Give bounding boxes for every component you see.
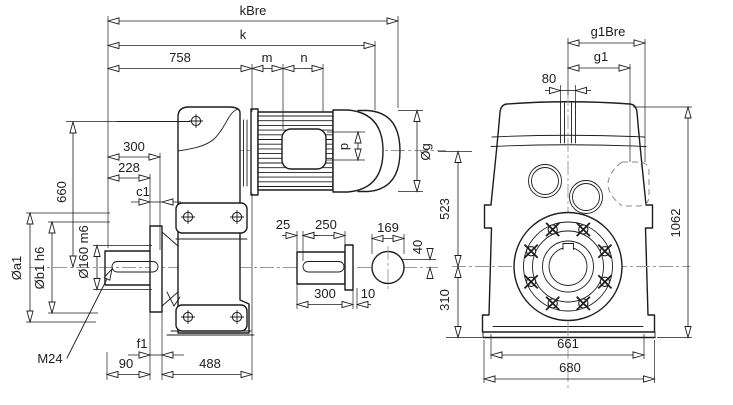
dim-label-m: m (262, 50, 273, 65)
dim-label-dia-g: Øg (418, 143, 433, 160)
dim-label-g1: g1 (594, 49, 608, 64)
flange-ring-outer (523, 221, 613, 312)
dim-label-p: p (336, 143, 351, 150)
dim-label-90: 90 (119, 356, 133, 371)
motor-flange (250, 108, 259, 196)
side-view-dimensions: kBre k 758 m n 300 228 c1 660 Øa1 Øb1 h6… (9, 3, 433, 380)
motor-fan-cover (357, 109, 401, 193)
dim-label-25: 25 (276, 217, 290, 232)
shaft-detail: 25 250 300 10 169 40 (276, 217, 438, 309)
dim-label-488: 488 (199, 356, 221, 371)
dim-label-523: 523 (437, 198, 452, 220)
dim-label-c1: c1 (136, 184, 150, 199)
flange-bolt-1 (597, 274, 613, 290)
flange-bolt-5 (523, 243, 539, 259)
housing-chamfer-line (177, 108, 239, 152)
dim-label-m24: M24 (37, 351, 62, 366)
bore-keyway (562, 243, 574, 250)
inspection-hole-right-outer (569, 180, 603, 214)
flange-bolt-3 (545, 295, 561, 311)
hidden-terminal-box (622, 161, 650, 207)
dim-label-680: 680 (559, 360, 581, 375)
bore-keyway-mask (563, 242, 573, 249)
front-top-slots (560, 102, 576, 144)
flange-bolt-4 (523, 274, 539, 290)
side-view-gearbox (30, 106, 446, 336)
front-view-gearbox (452, 92, 690, 390)
dim-label-310: 310 (437, 289, 452, 311)
shaft-detail-keyway (302, 261, 345, 273)
dim-label-40: 40 (410, 240, 425, 254)
dim-label-300: 300 (123, 139, 145, 154)
dim-label-661: 661 (557, 336, 579, 351)
dim-label-250: 250 (315, 217, 337, 232)
flange-bolt-6 (545, 221, 561, 238)
dim-label-dia-160: Ø160 m6 (76, 225, 91, 278)
flange-bolt-7 (575, 221, 591, 238)
dim-label-228: 228 (118, 160, 140, 175)
dim-label-80: 80 (542, 71, 556, 86)
dim-label-k: k (240, 27, 247, 42)
output-flange (149, 225, 163, 313)
shaft-detail-flange (344, 244, 354, 291)
flange-bolt-8 (597, 243, 613, 259)
dim-label-1062: 1062 (668, 209, 683, 238)
dim-label-758: 758 (169, 50, 191, 65)
dim-label-660: 660 (54, 181, 69, 203)
front-view-dimensions: 80 g1 g1Bre 1062 523 310 661 680 (437, 24, 692, 383)
inspection-hole-left-outer (528, 164, 562, 198)
shaft-detail-body (296, 251, 346, 285)
extension-lines-side (106, 16, 399, 380)
dim-label-g1bre: g1Bre (591, 24, 626, 39)
flange-bolt-2 (575, 295, 591, 311)
dim-label-n: n (300, 50, 307, 65)
hidden-terminal-box-arc (607, 161, 623, 207)
output-shaft-keyway (111, 261, 159, 273)
flange-outer-circle (513, 211, 623, 322)
dim-label-169: 169 (377, 220, 399, 235)
dim-label-dia-b1: Øb1 h6 (32, 247, 47, 290)
dim-label-shaft-300: 300 (314, 286, 336, 301)
dim-label-f1: f1 (137, 336, 148, 351)
flange-ring-inner (532, 230, 604, 303)
terminal-box-outline (281, 128, 327, 170)
bearing-boss-circle (542, 240, 594, 293)
inspection-hole-right-inner (572, 183, 600, 211)
dim-label-dia-a1: Øa1 (9, 256, 24, 281)
dim-label-kbre: kBre (240, 3, 267, 18)
flange-bell-ribs (161, 231, 181, 307)
inspection-hole-left-inner (531, 167, 559, 195)
dim-label-10: 10 (361, 286, 375, 301)
upper-mount-pad (175, 202, 248, 234)
